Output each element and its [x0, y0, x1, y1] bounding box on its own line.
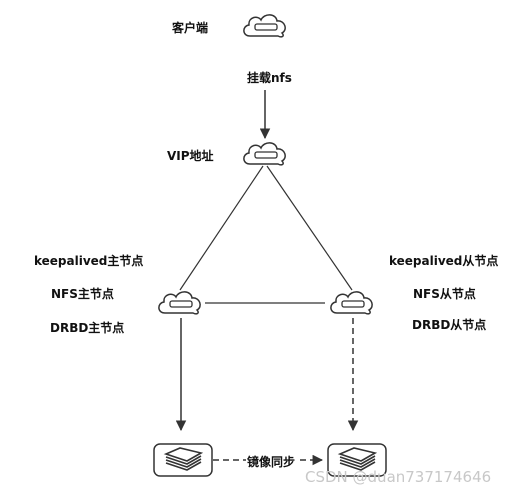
- vip-label: VIP地址: [167, 149, 214, 163]
- client-label: 客户端: [172, 21, 209, 35]
- master-storage-disk-icon: [153, 443, 213, 477]
- mirror-edge-label: 镜像同步: [247, 455, 296, 469]
- vip-cloud-icon: [243, 142, 286, 166]
- watermark: CSDN @duan737174646: [305, 468, 492, 486]
- edge-vip-master: [179, 165, 264, 291]
- slave-nfs-label: NFS从节点: [413, 287, 476, 301]
- slave-drbd-label: DRBD从节点: [412, 318, 487, 332]
- client-cloud-icon: [243, 14, 286, 38]
- mount-edge-label: 挂载nfs: [246, 69, 293, 86]
- edge-vip-slave: [266, 165, 353, 291]
- master-cloud-icon: [158, 291, 201, 315]
- master-drbd-label: DRBD主节点: [50, 321, 125, 335]
- slave-cloud-icon: [330, 291, 373, 315]
- master-nfs-label: NFS主节点: [51, 287, 114, 301]
- master-keepalived-label: keepalived主节点: [34, 254, 144, 268]
- slave-keepalived-label: keepalived从节点: [389, 254, 499, 268]
